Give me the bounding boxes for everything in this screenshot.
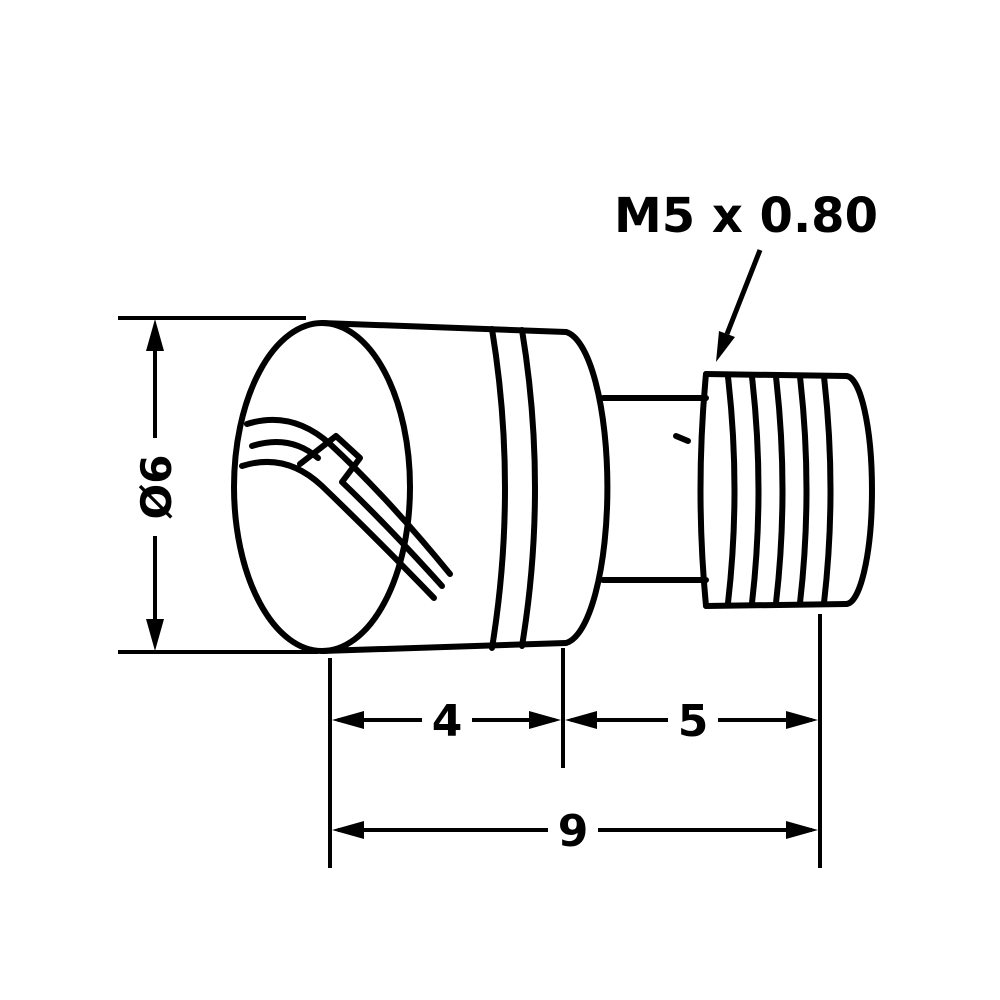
arrowhead-right — [786, 821, 818, 839]
slot-floor-step — [297, 433, 445, 589]
diameter-label: Ø6 — [132, 455, 181, 520]
thread-length-dimension: 5 — [565, 696, 818, 747]
label-mask — [422, 698, 472, 744]
dimension-annotations: Ø6 4 5 — [118, 188, 878, 868]
callout-arrowhead — [716, 331, 735, 362]
head-right-end-arc — [563, 329, 611, 646]
label-mask — [548, 808, 598, 854]
jet-head — [231, 320, 611, 654]
thread-crest-line — [725, 374, 738, 606]
slot-lower-edge — [239, 458, 437, 601]
thread-start-arc — [697, 371, 709, 609]
thread-crest-line — [749, 374, 762, 606]
thread-crest-line — [797, 374, 810, 606]
slot-upper-edge — [244, 416, 453, 577]
thread-end-cap-arc — [843, 373, 875, 607]
arrowhead-left — [332, 821, 364, 839]
thread-crest-line — [773, 374, 786, 606]
thread-crest-line — [821, 374, 834, 606]
head-length-dimension: 4 — [332, 696, 561, 747]
arrowhead-right — [786, 711, 818, 729]
arrowhead-right — [529, 711, 561, 729]
head-groove-line — [519, 327, 538, 649]
thread-section — [697, 371, 875, 609]
screwdriver-slot — [239, 416, 453, 601]
arrowhead-left — [332, 711, 364, 729]
callout-leader-line — [724, 249, 763, 335]
surface-tick — [673, 433, 691, 444]
arrowhead-up — [146, 319, 164, 351]
head-length-label: 4 — [432, 696, 463, 747]
arrowhead-left — [565, 711, 597, 729]
thread-callout-label: M5 x 0.80 — [614, 188, 878, 244]
overall-length-label: 9 — [558, 806, 589, 857]
head-groove-line — [489, 326, 508, 651]
head-top-edge — [319, 320, 569, 335]
overall-length-dimension: 9 — [332, 806, 818, 857]
jet-neck — [600, 395, 709, 583]
label-mask — [668, 698, 718, 744]
slot-inner-line — [249, 439, 321, 461]
diameter-dimension: Ø6 — [118, 316, 318, 654]
head-bottom-edge — [319, 640, 569, 654]
thread-length-label: 5 — [678, 696, 709, 747]
arrowhead-down — [146, 619, 164, 651]
drawing-lines — [231, 320, 875, 654]
label-mask — [132, 438, 178, 536]
thread-callout: M5 x 0.80 — [614, 188, 878, 362]
